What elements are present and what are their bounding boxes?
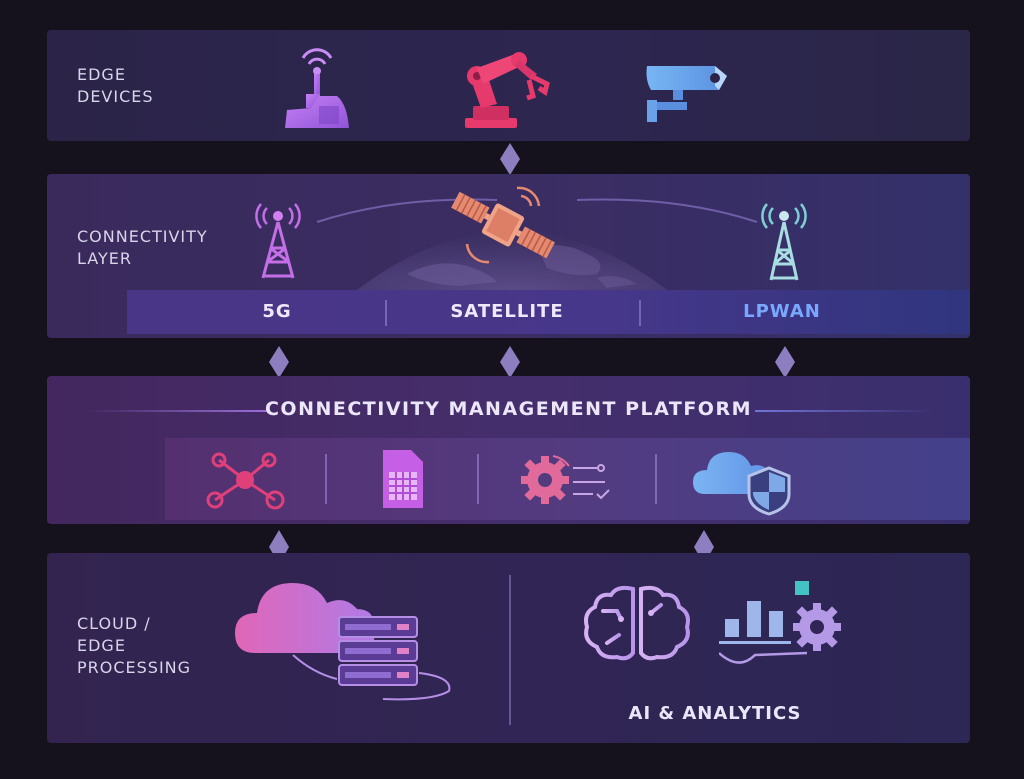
tech-separator: [639, 300, 641, 326]
lpwan-tower-icon: [761, 203, 807, 281]
gear-settings-icon: [521, 455, 610, 504]
title-divider-right: [755, 410, 935, 412]
satellite-icon: [451, 186, 555, 264]
connector-diamond: [775, 346, 795, 378]
connectivity-layer-label: CONNECTIVITY LAYER: [77, 227, 208, 268]
cloud-server-icon: [235, 583, 451, 701]
connector-diamond: [500, 346, 520, 378]
edge-devices-panel: EDGE DEVICES: [47, 30, 970, 141]
platform-title: CONNECTIVITY MANAGEMENT PLATFORM: [264, 398, 752, 420]
tool-separator: [655, 454, 657, 504]
tool-separator: [477, 454, 479, 504]
cloud-shield-icon: [693, 452, 791, 516]
connectivity-technologies-bar: 5G SATELLITE LPWAN: [127, 290, 970, 334]
cloud-edge-processing-panel: CLOUD / EDGE PROCESSING: [47, 553, 970, 743]
tech-lpwan: LPWAN: [717, 290, 847, 334]
brain-icon: [584, 585, 690, 661]
cell-tower-icon: [255, 203, 301, 279]
connectivity-layer-panel: CONNECTIVITY LAYER: [47, 174, 970, 338]
iot-sensor-icon: [285, 48, 349, 128]
robotic-arm-icon: [465, 52, 550, 128]
tool-separator: [325, 454, 327, 504]
tech-label: SATELLITE: [450, 301, 564, 322]
ai-analytics-label: AI & ANALYTICS: [628, 703, 802, 724]
tech-label: LPWAN: [743, 301, 821, 322]
analytics-chart-icon: [719, 581, 841, 664]
globe-icon: [357, 231, 667, 290]
security-camera-icon: [646, 66, 727, 122]
network-nodes-icon: [206, 452, 285, 510]
management-platform-panel: CONNECTIVITY MANAGEMENT PLATFORM: [47, 376, 970, 524]
sim-card-icon: [383, 450, 423, 508]
platform-tools-band: [165, 438, 970, 520]
tech-5g: 5G: [227, 290, 327, 334]
tech-separator: [385, 300, 387, 326]
tech-satellite: SATELLITE: [427, 290, 587, 334]
connector-diamond: [269, 346, 289, 378]
edge-devices-label: EDGE DEVICES: [77, 65, 154, 106]
cloud-processing-label: CLOUD / EDGE PROCESSING: [77, 614, 192, 677]
connector-diamond: [500, 143, 520, 175]
tech-label: 5G: [262, 301, 292, 322]
title-divider-left: [87, 410, 267, 412]
processing-separator: [509, 575, 511, 725]
